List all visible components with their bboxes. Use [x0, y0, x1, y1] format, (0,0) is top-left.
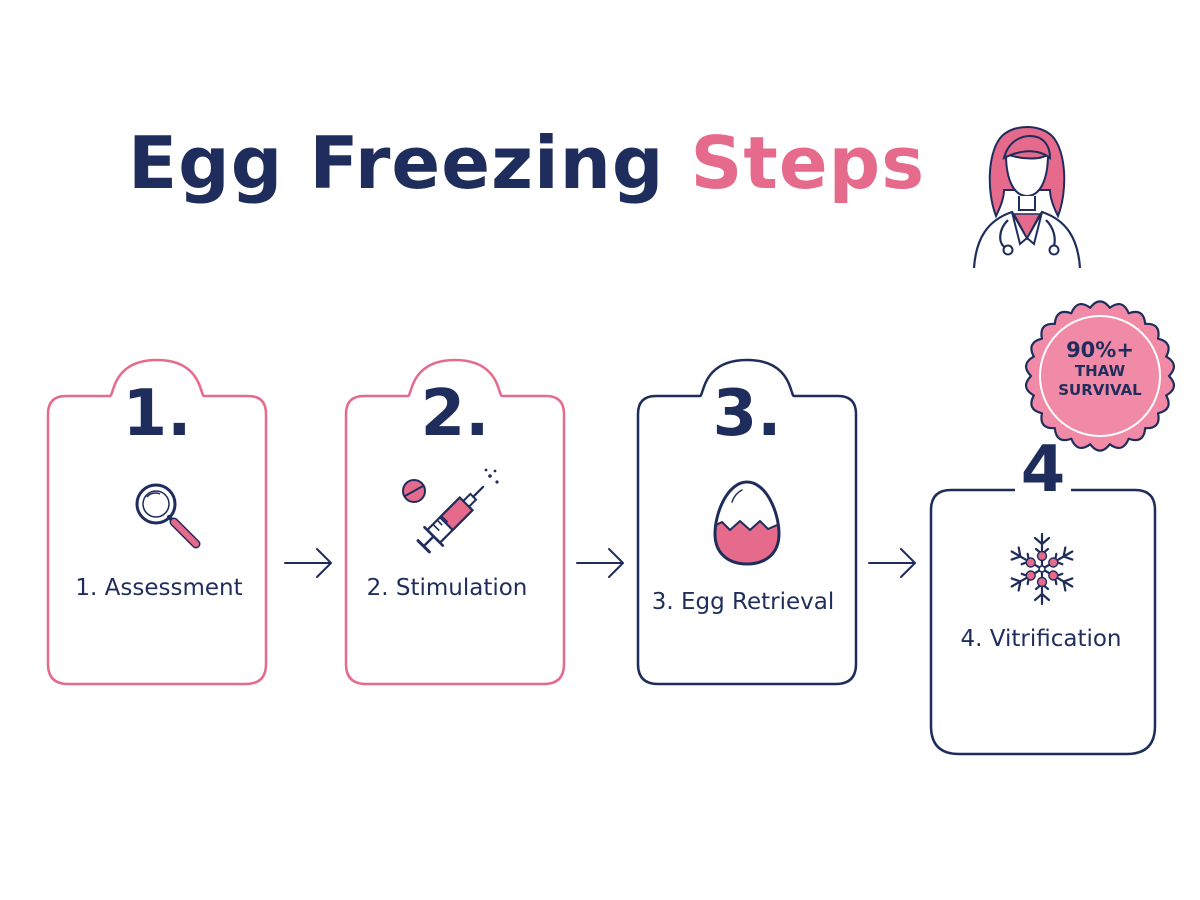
page-title: Egg Freezing Steps: [128, 118, 925, 208]
step-label-3: 3. Egg Retrieval: [651, 589, 835, 615]
survival-rate-badge: [1025, 300, 1175, 452]
title-part-accent: Steps: [690, 121, 926, 205]
badge-text: 90%+ THAW SURVIVAL: [1022, 338, 1178, 400]
magnifying-glass-icon: [135, 483, 201, 549]
step-label-2: 2. Stimulation: [366, 575, 528, 601]
step-number-3: 3.: [712, 377, 782, 451]
arrow-right-icon: [576, 548, 624, 578]
step-label-4: 4. Vitrification: [960, 626, 1122, 652]
badge-line-2: THAW: [1074, 362, 1126, 380]
step-number-2: 2.: [420, 377, 490, 451]
arrow-right-icon: [284, 548, 332, 578]
step-number-1: 1.: [122, 377, 192, 451]
badge-line-1: 90%+: [1066, 338, 1134, 362]
syringe-icon: [402, 468, 499, 554]
title-part-main: Egg Freezing: [128, 121, 665, 205]
arrow-right-icon: [868, 548, 916, 578]
badge-line-3: SURVIVAL: [1058, 381, 1142, 399]
snowflake-icon: [1010, 532, 1074, 606]
doctor-avatar-icon: [972, 126, 1082, 269]
egg-icon: [713, 480, 781, 566]
step-label-1: 1. Assessment: [75, 575, 243, 601]
step-number-4: 4: [1020, 433, 1066, 507]
step-card-4: [929, 488, 1157, 756]
